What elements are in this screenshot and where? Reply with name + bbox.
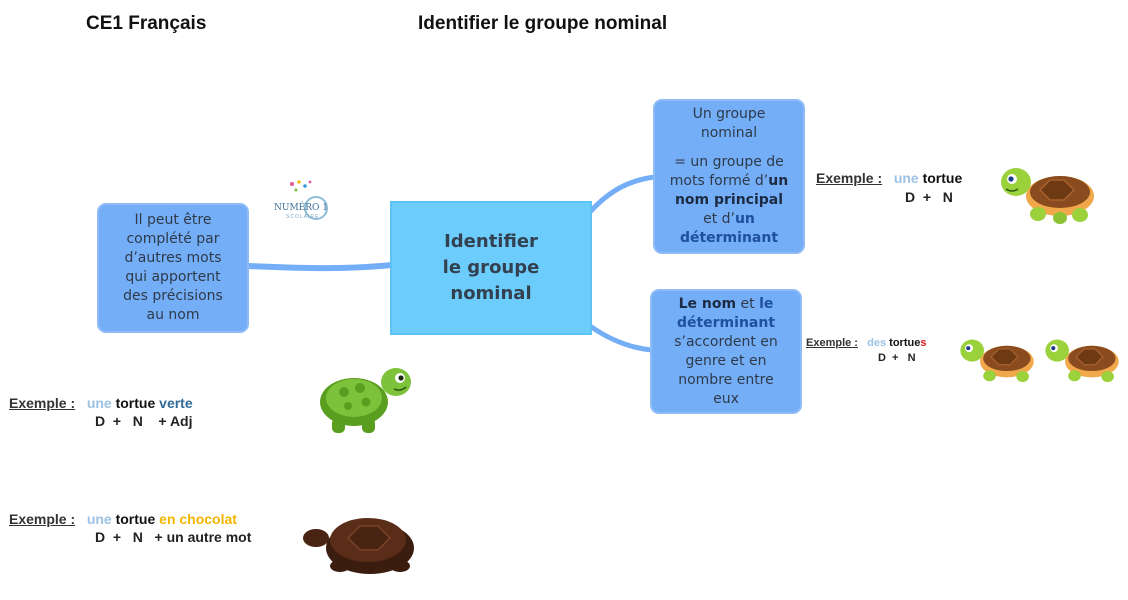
lesson-title: Identifier le groupe nominal [418,13,668,34]
node-line: Un groupe [692,106,766,122]
node-text: et d’ [703,211,735,227]
node-line: s’accordent en [674,333,778,350]
noun: tortue [922,170,963,186]
example-label: Exemple : [9,511,76,527]
example-4: Exemple : une tortue en chocolat [9,511,237,527]
node-line: nominal [700,125,758,141]
turtle-icon [1001,168,1094,224]
determiner: des [867,337,887,349]
node-blue-text: un [734,211,755,227]
example-2: Exemple : des tortues [806,337,926,349]
node-line: complété par [126,231,220,247]
node-bold-text: Le nom [678,295,737,312]
node-line: eux [713,390,739,407]
bottom-right-node: Le nom et le déterminant s’accordent en … [650,289,802,414]
example-3-formula: D + N + Adj [95,413,193,429]
top-right-node: Un groupe nominal = un groupe de mots fo… [653,99,805,254]
center-node: Identifier le groupe nominal [390,201,592,335]
noun: tortue [115,395,156,411]
logo-subtext: SCOLAIRE [286,214,320,220]
example-1: Exemple : une tortue [816,170,962,186]
node-line: des précisions [123,288,223,304]
chocolate-turtle-icon [303,518,414,574]
example-label: Exemple : [9,395,76,411]
left-node: Il peut être complété par d’autres mots … [97,203,249,333]
node-blue-text: déterminant [676,314,776,331]
node-text: mots formé d’ [669,173,769,189]
node-line: nombre entre [678,371,774,388]
center-line: le groupe [442,257,540,278]
example-4-formula: D + N + un autre mot [95,529,252,545]
node-blue-text: le [759,295,774,312]
node-line: qui apportent [125,269,221,285]
example-3: Exemple : une tortue verte [9,395,193,411]
turtle-icon [320,368,411,433]
node-line: d’autres mots [124,250,222,266]
adjective: verte [159,395,193,411]
center-line: Identifier [444,231,538,252]
turtle-icon [1045,339,1119,383]
determiner: une [86,395,112,411]
extra-words: en chocolat [159,511,237,527]
node-bold-text: un [768,173,789,189]
plural-suffix: s [920,337,927,349]
example-label: Exemple : [806,337,858,349]
turtle-icon [960,339,1034,383]
node-line: au nom [146,307,200,323]
example-label: Exemple : [816,170,883,186]
center-line: nominal [450,283,532,304]
node-line: genre et en [685,352,767,369]
class-title: CE1 Français [86,13,207,34]
determiner: une [893,170,919,186]
node-line: = un groupe de [674,154,784,170]
logo-text: NUMÉRO 1 [274,203,328,213]
node-line: Il peut être [134,212,212,228]
noun: tortue [889,337,921,349]
determiner: une [86,511,112,527]
node-bold-text: nom principal [674,192,784,208]
example-2-formula: D + N [878,352,916,364]
node-text: et [736,295,760,312]
noun: tortue [115,511,156,527]
logo-icon: NUMÉRO 1 SCOLAIRE [272,178,332,228]
example-1-formula: D + N [905,189,953,205]
node-blue-text: déterminant [679,230,779,246]
